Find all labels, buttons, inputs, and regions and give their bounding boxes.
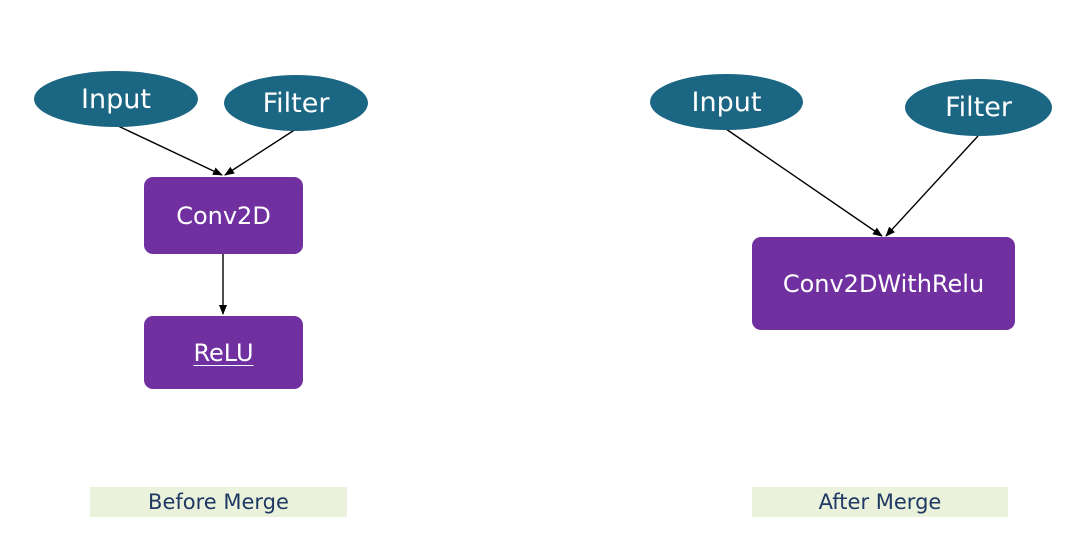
edge-before-input-to-conv2d — [115, 124, 223, 176]
after-input-node: Input — [650, 74, 803, 130]
conv2d-node: Conv2D — [144, 177, 303, 254]
edge-before-filter-to-conv2d — [224, 128, 297, 176]
before-input-node: Input — [34, 71, 198, 127]
relu-label: ReLU — [193, 338, 254, 367]
before-filter-label: Filter — [262, 87, 330, 119]
after-input-label: Input — [691, 86, 762, 118]
after-filter-node: Filter — [905, 79, 1052, 136]
conv2d-label: Conv2D — [176, 201, 271, 230]
conv2d-with-relu-node: Conv2DWithRelu — [752, 237, 1015, 330]
after-filter-label: Filter — [945, 92, 1012, 123]
after-merge-caption: After Merge — [752, 487, 1008, 517]
before-input-label: Input — [81, 83, 151, 115]
before-filter-node: Filter — [224, 75, 368, 131]
relu-node: ReLU — [144, 316, 303, 389]
before-merge-caption: Before Merge — [90, 487, 347, 517]
after-merge-caption-text: After Merge — [818, 490, 942, 514]
edge-after-input-to-fused — [725, 128, 883, 237]
before-merge-caption-text: Before Merge — [148, 490, 289, 514]
conv2d-with-relu-label: Conv2DWithRelu — [782, 269, 985, 298]
edge-after-filter-to-fused — [885, 135, 979, 237]
